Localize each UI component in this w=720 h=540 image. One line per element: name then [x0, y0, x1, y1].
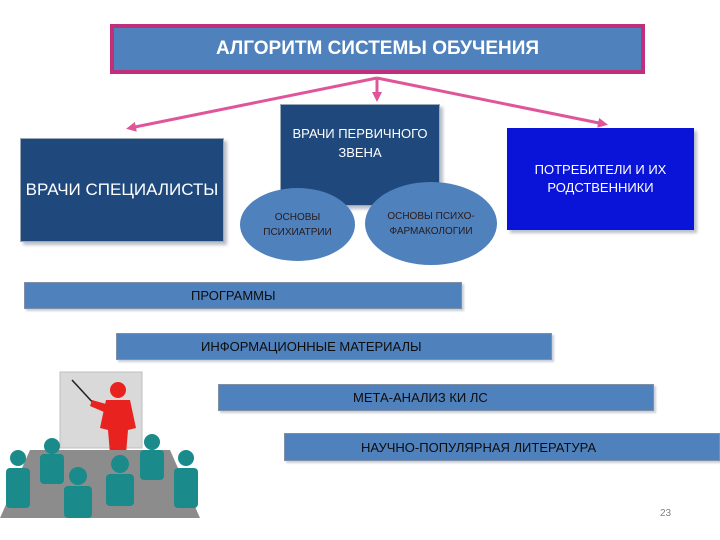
arrow-to-consumers	[376, 76, 608, 128]
programs-bar: ПРОГРАММЫ	[24, 282, 462, 309]
info-materials-bar: ИНФОРМАЦИОННЫЕ МАТЕРИАЛЫ	[116, 333, 552, 360]
popular-literature-bar: НАУЧНО-ПОПУЛЯРНАЯ ЛИТЕРАТУРА	[284, 433, 720, 461]
page-number: 23	[660, 508, 672, 519]
diagram-title: АЛГОРИТМ СИСТЕМЫ ОБУЧЕНИЯ	[110, 24, 645, 74]
meta-analysis-bar: МЕТА-АНАЛИЗ КИ ЛС	[218, 384, 654, 411]
teacher-figure	[90, 382, 136, 454]
arrow-to-specialists	[126, 76, 378, 132]
psychopharmacology-ellipse: ОСНОВЫ ПСИХО- ФАРМАКОЛОГИИ	[365, 182, 497, 265]
consumers-box: ПОТРЕБИТЕЛИ И ИХ РОДСТВЕННИКИ	[507, 128, 694, 230]
classroom-clipart	[0, 371, 200, 518]
psychiatry-ellipse: ОСНОВЫ ПСИХИАТРИИ	[240, 188, 355, 261]
audience-figures	[6, 434, 198, 518]
specialists-box: ВРАЧИ СПЕЦИАЛИСТЫ	[20, 138, 224, 242]
